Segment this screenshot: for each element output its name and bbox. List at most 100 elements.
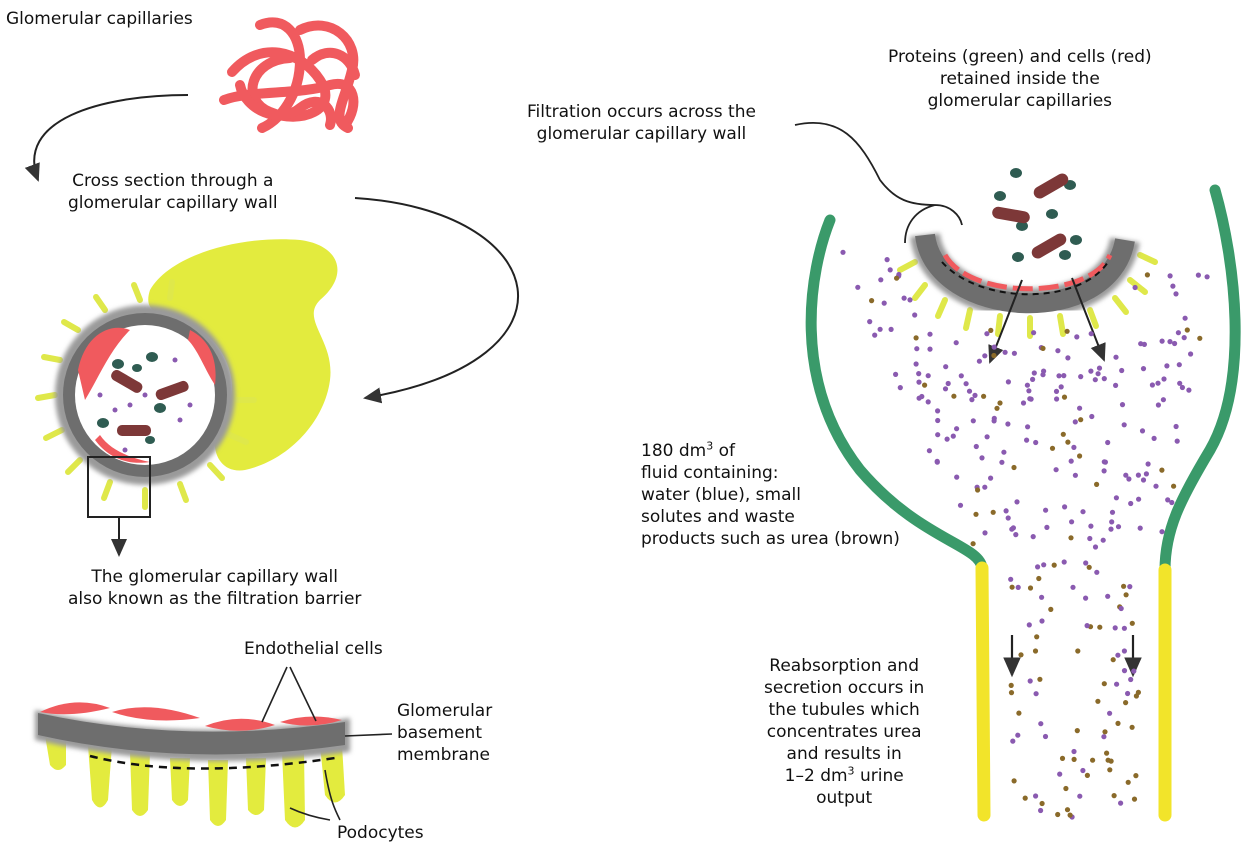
solute-dot [1160,339,1165,344]
solute-dot [1073,419,1078,424]
solute-dot [916,380,921,385]
solute-dot [1071,749,1076,754]
solute-dot [1028,585,1033,590]
solute-dot [1186,388,1191,393]
solute-dot [967,389,972,394]
solute-dot [1010,585,1015,590]
solute-dot [1074,334,1079,339]
solute-dot [1031,330,1036,335]
solute-dot [1112,793,1117,798]
solute-dot [1001,450,1006,455]
solute-dot [1188,351,1193,356]
solute-dot [1159,468,1164,473]
solute-dot [1110,510,1115,515]
solute-dot [1185,327,1190,332]
solute-dot [1114,495,1119,500]
solute-dot [951,434,956,439]
solute-dot [1085,773,1090,778]
tubule-wall-left [982,568,984,815]
solute-dot [1128,501,1133,506]
solute-dot [1063,786,1068,791]
solute-dot [1094,570,1099,575]
solute-dot [1174,424,1179,429]
solute-dot [1197,336,1202,341]
label-podocytes: Podocytes [337,822,424,844]
solute-dot [971,541,976,546]
solute-dot [1012,351,1017,356]
solute-dot [898,385,903,390]
solute-dot [1056,373,1061,378]
solute-dot [914,335,919,340]
solute-dot [1164,363,1169,368]
solute-dot [927,347,932,352]
glomerular-capillaries-tangle [224,22,355,128]
solute-dot [1052,563,1057,568]
solute-dot [1065,355,1070,360]
solute-dot [1145,272,1150,277]
solute-dot [1124,592,1129,597]
solute-dot [1144,471,1149,476]
solute-dot [1050,446,1055,451]
solute-dot [1152,436,1157,441]
solute-dot [1033,793,1038,798]
arrow-tangle-to-section [34,95,188,180]
solute-dot [1122,668,1127,673]
solute-dot [922,383,927,388]
solute-dot [1055,348,1060,353]
solute-dot [1031,534,1036,539]
solute-dot [889,327,894,332]
solute-dot [958,503,963,508]
solute-dot [869,298,874,303]
solute-dot [1107,711,1112,716]
capsule-wall-right [1165,190,1235,570]
solute-dot [1171,484,1176,489]
solute-dot [982,353,987,358]
solute-dot [1122,648,1127,653]
solute-dot [1077,794,1082,799]
gbm-pointer [345,734,392,736]
solute-dot [964,381,969,386]
label-reabsorption: Reabsorption and secretion occurs in the… [764,655,924,809]
solute-dot [992,345,997,350]
solute-dot [882,301,887,306]
solute-dot [1055,812,1060,817]
solute-dot [1043,734,1048,739]
solute-dot [1008,577,1013,582]
label-fluid: 180 dm3 of fluid containing: water (blue… [641,440,900,550]
solute-dot [1003,350,1008,355]
solute-dot [946,381,951,386]
solute-dot [981,394,986,399]
solute-dot [1060,756,1065,761]
solute-dot [1101,538,1106,543]
label-cross-section: Cross section through a glomerular capil… [68,170,278,214]
solute-dot [912,312,917,317]
solute-dot [1183,316,1188,321]
solute-dot [1036,576,1041,581]
solute-dot [1034,691,1039,696]
solute-dot [914,346,919,351]
solute-dot [1062,504,1067,509]
solute-dot [954,426,959,431]
solute-dot [982,485,987,490]
solute-dot [1146,461,1151,466]
solute-dot [984,331,989,336]
solute-dot [1177,362,1182,367]
solute-dot [1016,585,1021,590]
solute-dot [1108,527,1113,532]
endothelial-pointer-1 [262,667,287,722]
solute-dot [1024,438,1029,443]
solute-dot [994,406,999,411]
solute-dot [1130,621,1135,626]
solute-dot [1122,626,1127,631]
solute-dot [935,408,940,413]
label-basement-membrane: Glomerular basement membrane [397,700,492,766]
solute-dot [1089,331,1094,336]
solute-dot [1080,509,1085,514]
solute-dot [1130,725,1135,730]
solute-dot [1128,677,1133,682]
solute-dot [973,512,978,517]
solute-dot [1014,499,1019,504]
solute-dot [1068,813,1073,818]
solute-dot [979,455,984,460]
solute-dot [1101,734,1106,739]
